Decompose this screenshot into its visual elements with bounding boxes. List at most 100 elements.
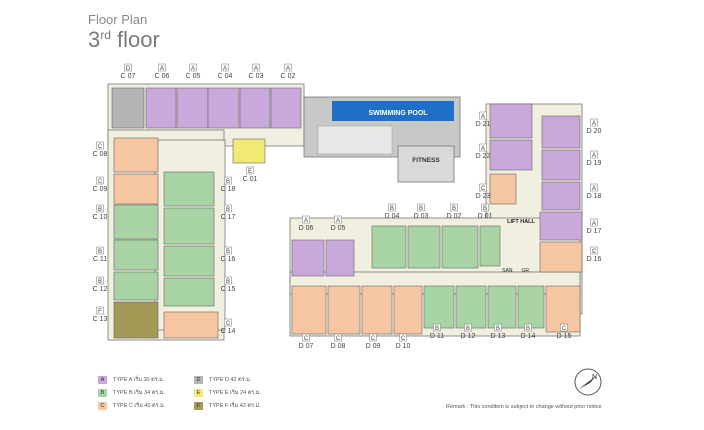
unit-code: D 02 — [447, 213, 462, 220]
unit-type-letter: B — [419, 206, 423, 212]
unit-type-box — [369, 333, 377, 342]
unit-type-letter: D — [126, 66, 131, 72]
pool-label: SWIMMING POOL — [368, 110, 428, 117]
unit-type-box — [302, 333, 310, 342]
unit-d12 — [455, 285, 487, 329]
unit-d20 — [541, 115, 581, 149]
unit-type-box — [399, 333, 407, 342]
unit-d05 — [325, 239, 355, 277]
unit-code: C 02 — [281, 73, 296, 80]
unit-type-box — [96, 306, 104, 315]
unit-type-box — [221, 63, 229, 72]
unit-type-box — [388, 203, 396, 212]
unit-type-letter: B — [98, 249, 102, 255]
unit-c03 — [239, 87, 271, 129]
unit-code: D 06 — [299, 225, 314, 232]
unit-type-box — [284, 63, 292, 72]
legend-swatch: E — [194, 389, 203, 397]
unit-code: D 04 — [385, 213, 400, 220]
unit-type-box — [96, 141, 104, 150]
legend-item-type-a: A TYPE A เริ่ม 30 ตร.ม. — [98, 376, 164, 384]
unit-type-letter: A — [481, 146, 485, 152]
unit-code: D 15 — [557, 333, 572, 340]
unit-c17 — [163, 207, 215, 245]
unit-type-box — [464, 323, 472, 332]
unit-type-letter: A — [592, 221, 596, 227]
unit-code: C 10 — [93, 214, 108, 221]
unit-type-letter: C — [371, 336, 376, 342]
unit-type-box — [246, 166, 254, 175]
unit-type-letter: A — [254, 66, 258, 72]
unit-type-box — [479, 111, 487, 120]
unit-c15 — [163, 277, 215, 307]
unit-type-letter: B — [452, 206, 456, 212]
swimming-pool-area: SWIMMING POOL FITNESS — [303, 96, 461, 183]
unit-type-letter: A — [160, 66, 164, 72]
unit-code: C 05 — [186, 73, 201, 80]
legend-swatch: D — [194, 376, 203, 384]
gr-label: GR. — [522, 268, 531, 274]
unit-code: C 16 — [221, 256, 236, 263]
unit-type-letter: B — [226, 179, 230, 185]
unit-code: D 20 — [587, 128, 602, 135]
legend-label: TYPE F เริ่ม 42 ตร.ม. — [209, 403, 261, 409]
unit-code: D 12 — [461, 333, 476, 340]
unit-type-box — [494, 323, 502, 332]
unit-code: D 23 — [476, 193, 491, 200]
unit-d01 — [479, 225, 501, 267]
unit-code: C 06 — [155, 73, 170, 80]
unit-c10 — [113, 204, 159, 240]
unit-type-letter: B — [526, 326, 530, 332]
unit-type-letter: A — [223, 66, 227, 72]
unit-d13 — [487, 285, 517, 329]
unit-type-letter: C — [336, 336, 341, 342]
unit-d21 — [489, 103, 533, 139]
plan-label: Floor Plan — [88, 12, 148, 27]
unit-c06 — [145, 87, 177, 129]
compass-icon: N — [574, 368, 602, 396]
legend-label: TYPE E เริ่ม 24 ตร.ม. — [209, 390, 261, 396]
legend-swatch: C — [98, 402, 107, 410]
unit-c11 — [113, 239, 159, 271]
unit-d07 — [291, 285, 327, 335]
unit-type-box — [96, 246, 104, 255]
unit-code: D 03 — [414, 213, 429, 220]
unit-d14 — [517, 285, 545, 329]
unit-type-box — [189, 63, 197, 72]
unit-type-letter: C — [481, 186, 486, 192]
legend-swatch: A — [98, 376, 107, 384]
unit-type-box — [334, 333, 342, 342]
svg-text:N: N — [592, 374, 597, 381]
unit-code: C 17 — [221, 214, 236, 221]
unit-type-letter: A — [191, 66, 195, 72]
unit-d03 — [407, 225, 441, 269]
unit-c16 — [163, 245, 215, 277]
fitness-label: FITNESS — [412, 157, 440, 164]
unit-type-box — [450, 203, 458, 212]
unit-type-letter: A — [592, 153, 596, 159]
unit-type-box — [224, 204, 232, 213]
unit-type-box — [590, 118, 598, 127]
unit-type-letter: B — [435, 326, 439, 332]
unit-type-letter: A — [592, 121, 596, 127]
legend-item-type-e: E TYPE E เริ่ม 24 ตร.ม. — [194, 389, 261, 397]
unit-type-box — [479, 143, 487, 152]
unit-code: C 12 — [93, 286, 108, 293]
unit-type-letter: B — [226, 207, 230, 213]
unit-type-box — [590, 150, 598, 159]
legend-label: TYPE A เริ่ม 30 ตร.ม. — [113, 377, 165, 383]
unit-type-box — [590, 246, 598, 255]
unit-type-letter: C — [304, 336, 309, 342]
unit-d02 — [441, 225, 479, 269]
unit-code: C 01 — [243, 176, 258, 183]
unit-d04 — [371, 225, 407, 269]
unit-type-letter: F — [98, 309, 102, 315]
unit-d17 — [539, 211, 583, 241]
unit-c02 — [270, 87, 302, 129]
legend-swatch: F — [194, 402, 203, 410]
unit-c07 — [111, 87, 145, 129]
unit-c05 — [176, 87, 209, 129]
unit-c12 — [113, 271, 159, 301]
